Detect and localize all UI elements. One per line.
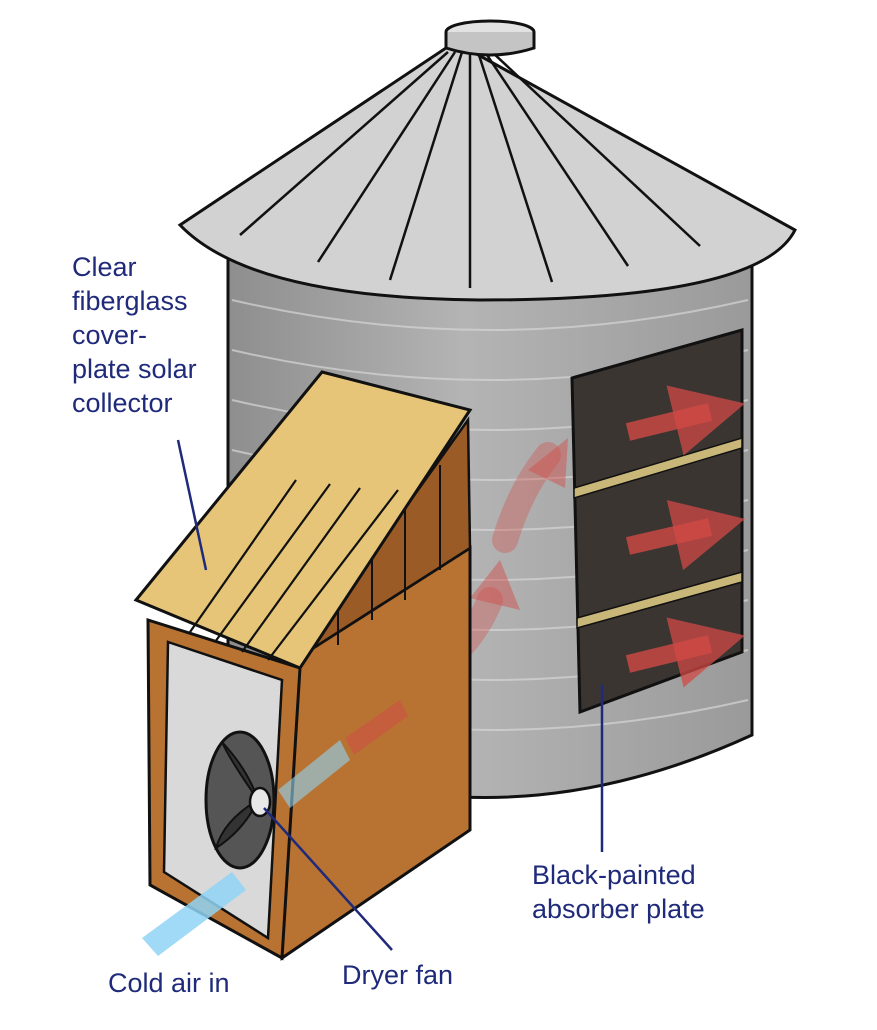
leader-collector xyxy=(176,439,208,571)
arrow-up-icon xyxy=(528,438,568,488)
cold-air-through-fan xyxy=(278,740,350,808)
label-solar-collector: Clear fiberglass cover- plate solar coll… xyxy=(72,252,197,418)
warm-air-arrows-absorber xyxy=(625,385,746,688)
label-dryer-fan: Dryer fan xyxy=(342,960,454,990)
roof-ribs xyxy=(239,51,701,288)
cold-air-inlet-band xyxy=(142,872,246,956)
arrow-right-icon xyxy=(625,385,745,456)
arrow-right-icon xyxy=(625,500,746,571)
label-cold-air-in: Cold air in xyxy=(108,968,230,998)
collector-slats xyxy=(337,465,441,645)
solar-collector xyxy=(133,370,473,961)
bin-roof xyxy=(177,19,797,302)
roof-cone xyxy=(177,40,797,302)
absorber-plate xyxy=(570,328,746,715)
arrow-right-icon xyxy=(625,617,745,688)
roof-cap-side xyxy=(444,32,536,57)
warm-air-heads xyxy=(470,438,568,610)
cover-plate-lines xyxy=(189,479,399,661)
cold-air-flow xyxy=(142,700,408,956)
label-absorber-plate: Black-painted absorber plate xyxy=(532,860,705,924)
arrow-up-icon xyxy=(470,560,520,610)
absorber-strip-2 xyxy=(576,571,743,629)
leader-lines xyxy=(176,439,604,951)
fan-icon xyxy=(204,730,276,870)
fan-blade-1 xyxy=(221,741,259,801)
warm-air-exit xyxy=(345,700,408,755)
leader-fan xyxy=(263,807,393,951)
fan-blade-2 xyxy=(214,797,261,851)
